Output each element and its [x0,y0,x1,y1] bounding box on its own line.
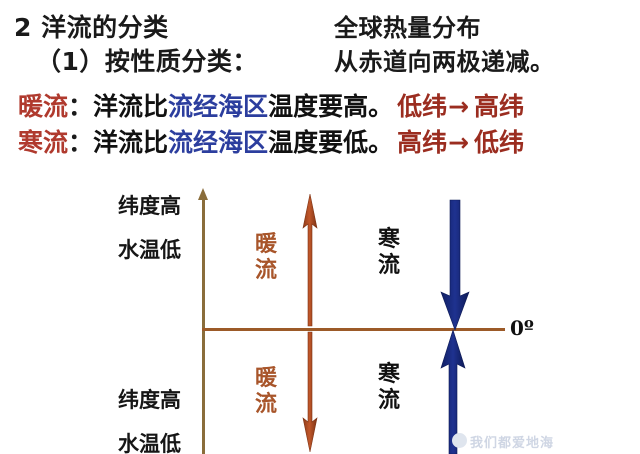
definition-flow-to-cold: 低纬 [474,128,525,157]
page-title-line-2: （1）按性质分类： [36,47,258,76]
equator-label: 0º [510,316,534,340]
vertical-axis-line [202,196,205,454]
definition-flow-from-warm: 低纬 [397,92,448,121]
axis-label-bottom-latitude: 纬度高 [118,388,181,412]
definition-highlight-cold: 流经海区 [168,128,269,157]
warm-current-arrow-down-icon [302,331,318,453]
ocean-current-diagram: 0º 纬度高 水温低 纬度高 水温低 暖流 寒流 暖流 寒流 [0,176,640,454]
definition-colon-warm: ： [68,92,94,121]
definition-flow-to-warm: 高纬 [474,92,525,121]
axis-label-top-latitude: 纬度高 [118,194,181,218]
definition-term-cold: 寒流 [18,128,69,157]
note-line-2: 从赤道向两极递减。 [334,48,555,76]
diagram-label-cold-current-top: 寒流 [377,227,400,278]
equator-axis-line [202,328,505,331]
axis-label-top-temperature: 水温低 [118,238,181,262]
axis-label-bottom-temperature: 水温低 [118,432,181,454]
definition-highlight-warm: 流经海区 [168,92,269,121]
definition-text-warm-b: 温度要高。 [268,92,394,121]
definition-row-cold-current: 寒流：洋流比流经海区温度要低。高纬→低纬 [18,123,524,159]
definition-colon-cold: ： [68,128,94,157]
note-line-1: 全球热量分布 [334,14,481,42]
right-arrow-icon: → [448,92,470,121]
definition-row-warm-current: 暖流：洋流比流经海区温度要高。低纬→高纬 [18,87,524,123]
cold-current-arrow-up-icon [440,329,466,454]
definition-text-cold-a: 洋流比 [93,128,169,157]
diagram-label-cold-current-bottom: 寒流 [377,362,400,413]
definition-flow-from-cold: 高纬 [397,128,448,157]
warm-current-arrow-up-icon [302,193,318,327]
page-title-line-1: 2 洋流的分类 [14,13,169,42]
right-arrow-icon: → [448,128,470,157]
cold-current-arrow-down-icon [440,199,470,331]
definition-text-cold-b: 温度要低。 [268,128,394,157]
diagram-label-warm-current-top: 暖流 [254,232,277,283]
definition-term-warm: 暖流 [18,92,69,121]
watermark-text: 我们都爱地海 [470,436,555,451]
definition-text-warm-a: 洋流比 [93,92,169,121]
watermark-badge-icon [452,433,467,448]
vertical-axis-arrowhead-icon [198,188,208,200]
diagram-label-warm-current-bottom: 暖流 [254,366,277,417]
